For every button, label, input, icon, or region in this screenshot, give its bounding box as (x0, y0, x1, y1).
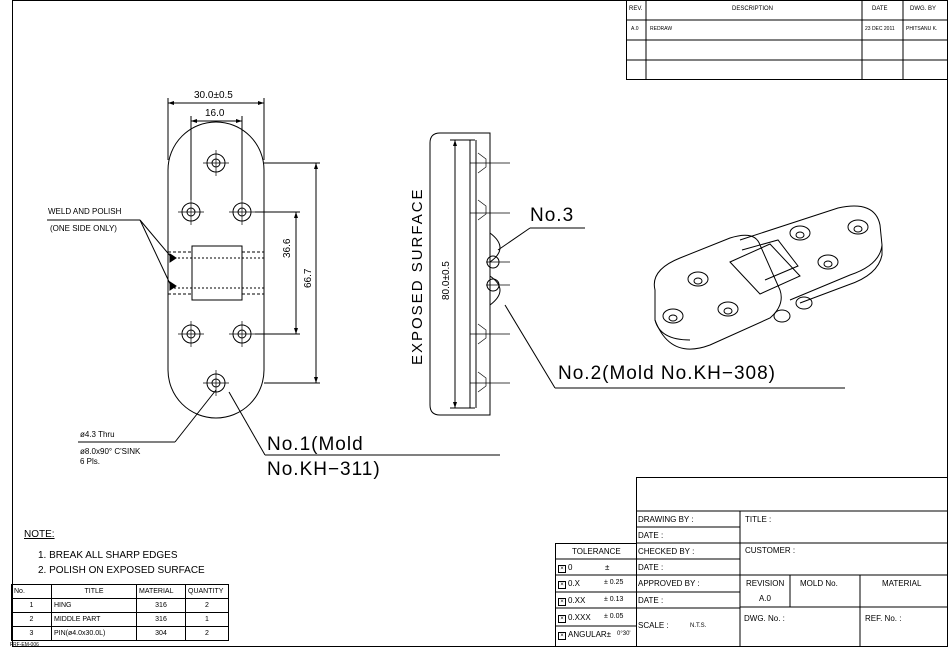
rev-description: REDRAW (650, 26, 673, 32)
approved-date-label: DATE : (638, 596, 664, 605)
notes-heading: NOTE: (24, 529, 55, 540)
bom-cell: 1 (185, 612, 229, 627)
dim-width: 30.0±0.5 (194, 90, 233, 101)
checked-date-label: DATE : (638, 563, 664, 572)
bom-table: No. TITLE MATERIAL QUANTITY 1 HING 316 2… (11, 584, 229, 641)
dwg-no-label: DWG. No. : (744, 614, 785, 623)
hole-note-2: ø8.0x90° C'SINK (80, 447, 141, 456)
bom-header-no: No. (11, 584, 52, 599)
scale-label: SCALE : (638, 621, 669, 630)
title-block-lines (555, 477, 948, 647)
hole-note-1: ø4.3 Thru (80, 430, 115, 439)
tolerance-value: 0°30' (617, 631, 631, 637)
part1-label-line1: No.1(Mold (267, 434, 364, 455)
bom-header-row: No. TITLE MATERIAL QUANTITY (11, 584, 229, 599)
tolerance-row: ×0.XX (558, 596, 585, 606)
front-view-outline (167, 121, 265, 419)
table-row: 2 MIDDLE PART 316 1 (11, 612, 229, 627)
checkbox-icon: × (558, 632, 566, 640)
tolerance-value: ± 0.05 (604, 613, 624, 620)
tolerance-label: 0 (568, 563, 573, 572)
title-label: TITLE : (745, 515, 772, 524)
rev-date: 23 DEC 2011 (865, 26, 895, 32)
side-dim-length: 80.0±0.5 (441, 261, 452, 300)
rev-header: REV. (629, 6, 643, 12)
tolerance-row: ×ANGULAR± (558, 630, 611, 640)
part3-label: No.3 (530, 205, 575, 226)
tolerance-value: ± (605, 563, 610, 572)
bom-cell: 2 (185, 626, 229, 641)
description-header: DESCRIPTION (732, 6, 774, 12)
dim-hole-span: 36.6 (282, 238, 293, 258)
tolerance-row: ×0 (558, 563, 572, 573)
customer-label: CUSTOMER : (745, 546, 796, 555)
tolerance-label: 0.XXX (568, 613, 591, 622)
form-number: FRF-EM-006 (10, 642, 39, 648)
tolerance-label: 0.XX (568, 596, 586, 605)
dwg-by-header: DWG. BY (910, 6, 937, 12)
revision-value: A.0 (759, 594, 772, 603)
date-header: DATE (872, 6, 888, 12)
hole-note-3: 6 Pls. (80, 457, 101, 466)
exposed-surface-label: EXPOSED SURFACE (409, 187, 426, 365)
table-row: 3 PIN(ø4.0x30.0L) 304 2 (11, 626, 229, 641)
revision-label: REVISION (746, 579, 785, 588)
tolerance-value: ± 0.13 (604, 596, 624, 603)
part1-label-line2: No.KH−311) (267, 459, 381, 480)
note-item-2: 2. POLISH ON EXPOSED SURFACE (38, 565, 205, 576)
checkbox-icon: × (558, 598, 566, 606)
isometric-hinge (653, 205, 883, 350)
note-item-1: 1. BREAK ALL SHARP EDGES (38, 550, 178, 561)
tolerance-row: ×0.XXX (558, 613, 591, 623)
bom-cell: 3 (11, 626, 52, 641)
bom-cell: 304 (136, 626, 186, 641)
tolerance-header: TOLERANCE (572, 547, 621, 556)
bom-cell: HING (51, 598, 137, 613)
checked-by-label: CHECKED BY : (638, 547, 695, 556)
tolerance-value: ± 0.25 (604, 579, 624, 586)
drawing-date-label: DATE : (638, 531, 664, 540)
checkbox-icon: × (558, 615, 566, 623)
bom-header-material: MATERIAL (136, 584, 186, 599)
checkbox-icon: × (558, 581, 566, 589)
part2-label: No.2(Mold No.KH−308) (558, 363, 777, 384)
drawing-by-label: DRAWING BY : (638, 515, 694, 524)
pin-barrel (191, 245, 243, 301)
bom-cell: 316 (136, 598, 186, 613)
weld-note-2: (ONE SIDE ONLY) (50, 224, 117, 233)
tolerance-label: 0.X (568, 579, 581, 588)
rev-dwg-by: PHITSANU K. (906, 26, 938, 32)
bom-cell: 1 (11, 598, 52, 613)
approved-by-label: APPROVED BY : (638, 579, 700, 588)
bom-cell: 2 (11, 612, 52, 627)
bom-cell: 316 (136, 612, 186, 627)
bom-cell: PIN(ø4.0x30.0L) (51, 626, 137, 641)
side-view-outline (429, 132, 491, 416)
dim-length: 66.7 (303, 268, 314, 288)
checkbox-icon: × (558, 565, 566, 573)
revision-block-lines (626, 0, 948, 80)
tolerance-row: ×0.X (558, 579, 580, 589)
scale-value: N.T.S. (690, 623, 707, 629)
mold-no-label: MOLD No. (800, 579, 838, 588)
bom-header-quantity: QUANTITY (185, 584, 229, 599)
bom-cell: MIDDLE PART (51, 612, 137, 627)
table-row: 1 HING 316 2 (11, 598, 229, 613)
bom-header-title: TITLE (51, 584, 137, 599)
material-label: MATERIAL (882, 579, 922, 588)
weld-note-1: WELD AND POLISH (48, 207, 122, 216)
tolerance-label: ANGULAR± (568, 630, 612, 639)
dim-inner: 16.0 (205, 108, 225, 119)
bom-cell: 2 (185, 598, 229, 613)
ref-no-label: REF. No. : (865, 614, 902, 623)
rev-value: A.0 (631, 26, 639, 32)
